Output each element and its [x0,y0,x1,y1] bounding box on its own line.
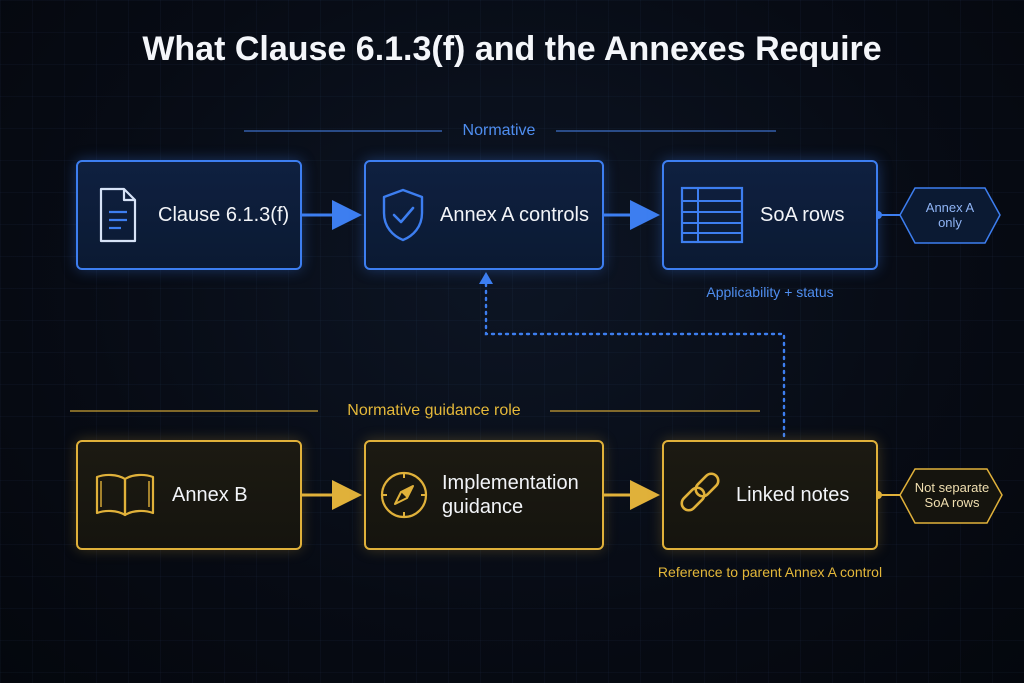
guidance-box: Implementation guidance [364,440,604,550]
tag-annex-a-only-line2: only [938,215,962,230]
tag-not-separate-line2: SoA rows [924,495,980,510]
soa-label: SoA rows [760,204,845,226]
dotted-reference-link [484,280,786,438]
guidance-label-line1: Implementation [442,472,579,494]
chain-link-icon [664,470,736,520]
tag-not-separate: Not separate SoA rows [910,476,994,516]
section-label-guidance: Normative guidance role [347,402,521,419]
open-book-icon [78,471,172,519]
clause-label: Clause 6.1.3(f) [158,204,290,226]
table-icon [664,186,760,244]
tag-annex-a-only-line1: Annex A [925,200,975,216]
linked-notes-label: Linked notes [736,484,850,506]
tag-annex-a-only: Annex A only [912,196,988,236]
linked-notes-caption: Reference to parent Annex A control [657,564,883,580]
tag-annex-a-only-shape [899,187,1001,244]
shield-check-icon [366,187,440,243]
annex-b-label: Annex B [172,484,248,506]
compass-icon [366,469,442,521]
annex-b-box: Annex B [76,440,302,550]
section-label-normative: Normative [462,122,536,139]
annex-a-box: Annex A controls [364,160,604,270]
page-title: What Clause 6.1.3(f) and the Annexes Req… [142,30,882,68]
annex-a-label: Annex A controls [440,204,589,226]
dotted-link-arrowhead [479,272,493,284]
tag-not-separate-shape [899,468,1003,524]
tag-not-separate-line1: Not separate [914,480,990,496]
clause-box: Clause 6.1.3(f) [76,160,302,270]
guidance-label: Implementation guidance [442,471,579,519]
soa-caption: Applicability + status [706,284,834,300]
guidance-label-line2: guidance [442,496,524,518]
document-icon [78,186,158,244]
soa-box: SoA rows [662,160,878,270]
linked-notes-box: Linked notes [662,440,878,550]
